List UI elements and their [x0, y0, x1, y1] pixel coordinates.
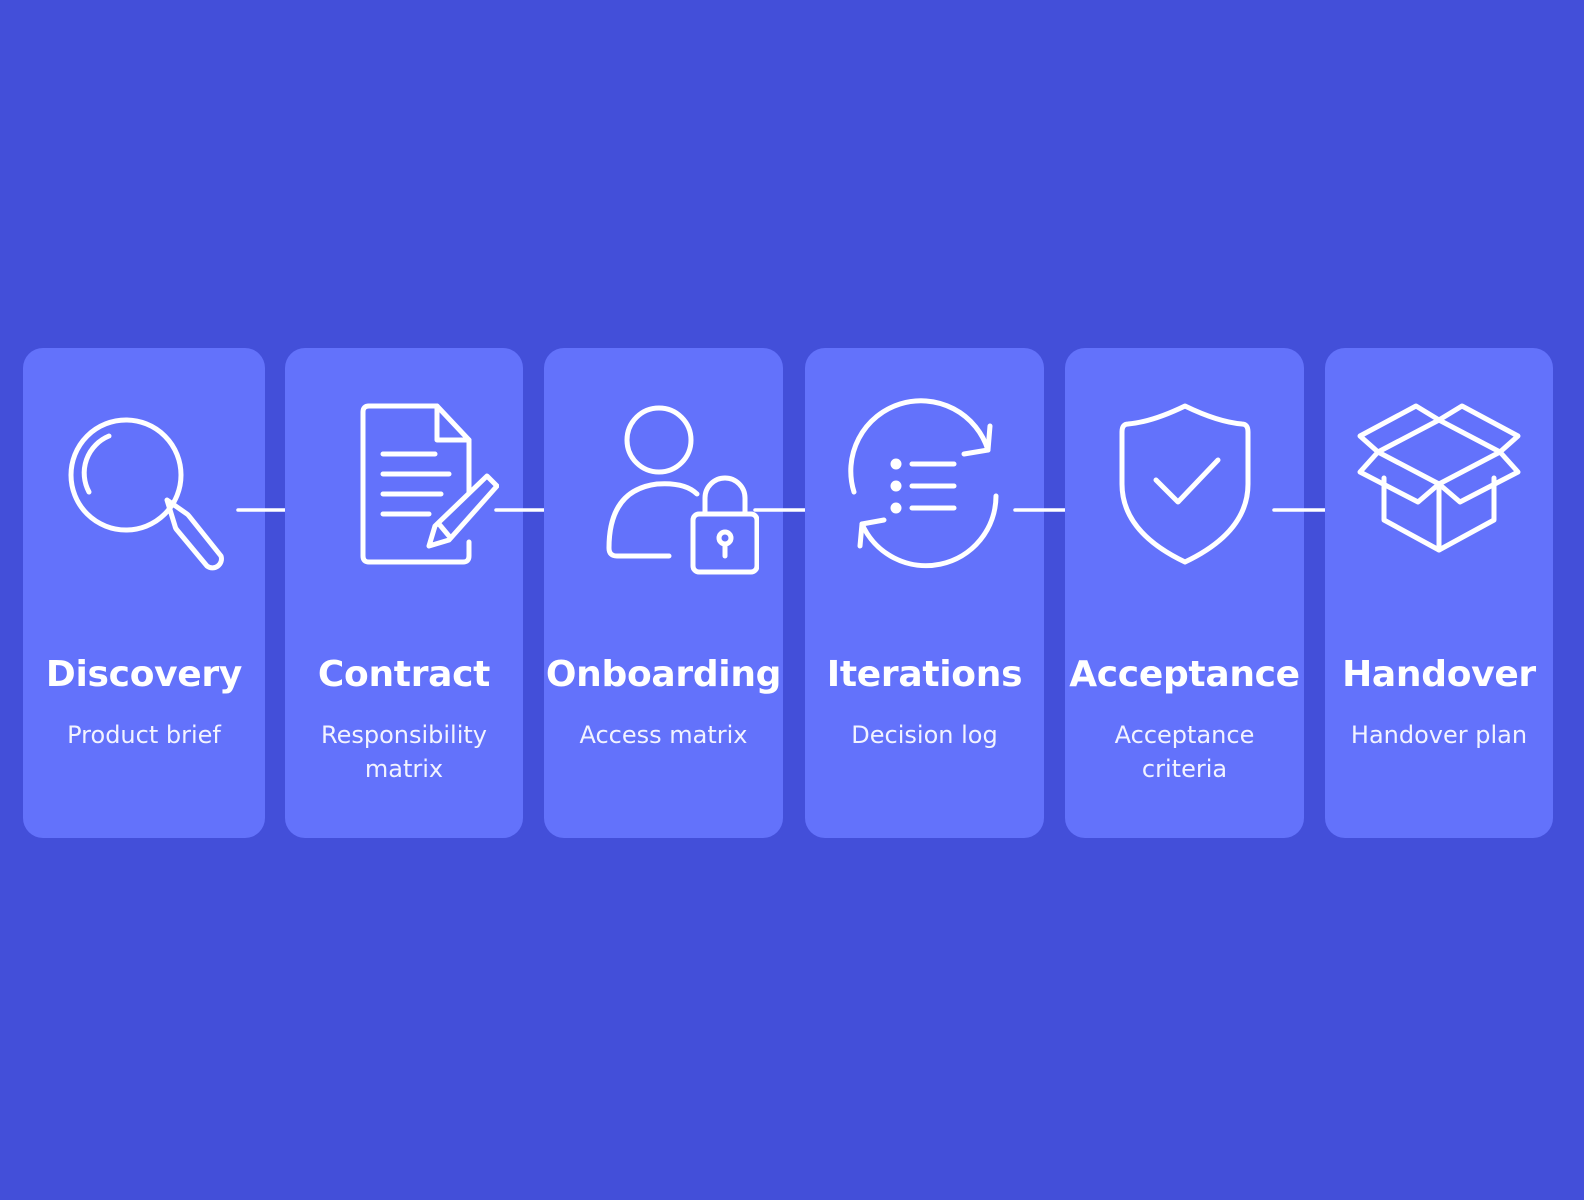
- step-title: Handover: [1342, 654, 1536, 695]
- step-card-acceptance: Acceptance Acceptance criteria: [1065, 348, 1304, 838]
- open-box-icon: [1325, 392, 1553, 582]
- document-pen-icon: [285, 392, 523, 582]
- shield-check-icon: [1065, 392, 1304, 582]
- step-subtitle: Responsibility matrix: [320, 721, 488, 783]
- step-card-iterations: Iterations Decision log: [805, 348, 1044, 838]
- step-subtitle: Access matrix: [579, 721, 748, 749]
- step-subtitle: Handover plan: [1350, 721, 1528, 749]
- step-card-discovery: Discovery Product brief: [23, 348, 265, 838]
- step-subtitle: Decision log: [851, 721, 998, 749]
- step-card-handover: Handover Handover plan: [1325, 348, 1553, 838]
- step-title: Iterations: [826, 654, 1023, 695]
- user-lock-icon: [544, 392, 783, 582]
- step-title: Onboarding: [545, 654, 782, 695]
- step-subtitle: Product brief: [67, 721, 221, 749]
- cycle-list-icon: [805, 392, 1044, 582]
- step-subtitle: Acceptance criteria: [1114, 721, 1255, 783]
- step-card-contract: Contract Responsibility matrix: [285, 348, 523, 838]
- step-title: Contract: [317, 654, 491, 695]
- step-title: Acceptance: [1069, 654, 1300, 695]
- step-title: Discovery: [45, 654, 243, 695]
- magnifier-icon: [23, 392, 265, 582]
- step-card-onboarding: Onboarding Access matrix: [544, 348, 783, 838]
